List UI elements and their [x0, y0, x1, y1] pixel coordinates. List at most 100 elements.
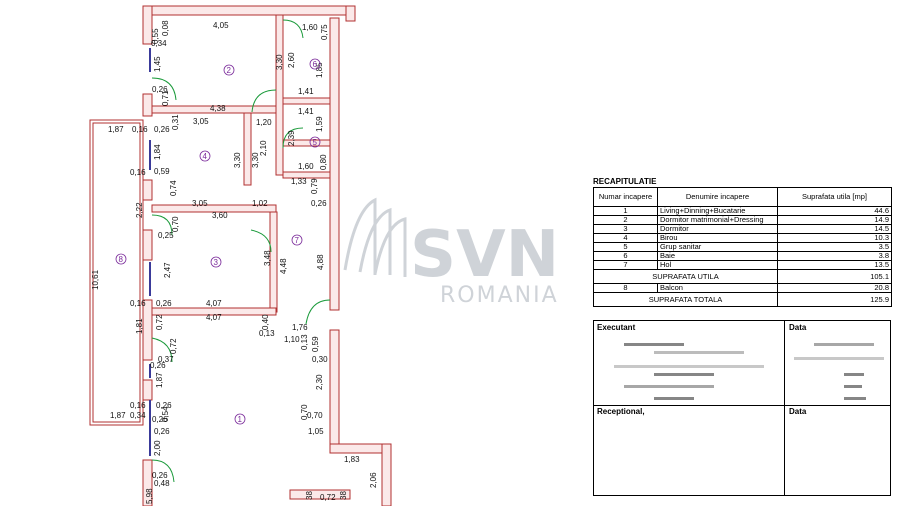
data-label-1: Data	[789, 323, 807, 332]
dim-label: 1,60	[298, 162, 314, 171]
dim-label: 0,26	[152, 85, 168, 94]
dim-label: 3,60	[212, 211, 228, 220]
dim-label: 0,26	[152, 471, 168, 480]
dim-label: 4,05	[213, 21, 229, 30]
dim-label: 0,75	[320, 24, 329, 40]
dim-label: 2,60	[287, 52, 296, 68]
receptional-label: Receptional,	[597, 407, 645, 416]
dim-label: 10,61	[91, 269, 100, 290]
room-name: Hol	[657, 260, 778, 270]
header-room-name: Denumire incapere	[657, 187, 778, 207]
room-nr: 8	[593, 283, 658, 293]
dim-label: 4,88	[316, 254, 325, 270]
room-number: 1	[238, 415, 243, 424]
dim-label: 0,70	[171, 216, 180, 232]
dim-label: 0,72	[320, 493, 336, 502]
dim-label: 0,26	[152, 415, 168, 424]
room-number: 3	[214, 258, 219, 267]
dim-label: 1,87	[110, 411, 126, 420]
dim-label: 2,30	[315, 374, 324, 390]
header-room-number: Numar incapere	[593, 187, 658, 207]
dim-label: 0,16	[130, 168, 146, 177]
dim-label: 0,74	[169, 180, 178, 196]
dim-label: 0,08	[161, 20, 170, 36]
dim-label: 3,05	[192, 199, 208, 208]
dim-label: 2,47	[163, 262, 172, 278]
watermark: SVN ROMANIA	[343, 197, 559, 308]
dim-label: 0,48	[154, 479, 170, 488]
room-nr: 7	[593, 260, 658, 270]
dim-label: 2,06	[369, 472, 378, 488]
room-markers	[115, 58, 321, 425]
dim-label: 4,48	[279, 258, 288, 274]
dim-label: 2,10	[259, 140, 268, 156]
room-name: Balcon	[657, 283, 778, 293]
dim-label: 1,59	[315, 116, 324, 132]
room-numbers: 1 2 3 4 5 6 7 8	[119, 60, 318, 424]
dimension-labels: 4,05 0,08 0,55 0,34 1,60 0,75 2,60 3,30 …	[91, 20, 378, 504]
signature-block: Executant Data Receptional, Data	[593, 320, 891, 496]
room-number: 4	[203, 152, 208, 161]
dim-label: 1,05	[308, 427, 324, 436]
dim-label: 1,87	[155, 372, 164, 388]
watermark-country: ROMANIA	[440, 283, 559, 308]
dim-label: 0,34	[130, 411, 146, 420]
balcony-outline	[89, 119, 144, 426]
dim-label: 0,26	[156, 401, 172, 410]
dim-label: 1,60	[302, 23, 318, 32]
executant-label: Executant	[597, 323, 636, 332]
totala-label: SUPRAFATA TOTALA	[593, 292, 778, 307]
recap-title: RECAPITULATIE	[593, 177, 657, 186]
room-name: Grup sanitar	[657, 242, 778, 252]
utila-value: 105.1	[777, 269, 892, 284]
watermark-logo-icon	[343, 197, 407, 277]
utila-label: SUPRAFATA UTILA	[593, 269, 778, 284]
dim-label: 0,72	[169, 338, 178, 354]
dim-label: 2,22	[135, 202, 144, 218]
dim-label: 0,55	[151, 28, 160, 44]
dim-label: 1,83	[344, 455, 360, 464]
dim-label: 3,30	[251, 152, 260, 168]
dim-label: 1,81	[135, 318, 144, 334]
dim-label: 0,79	[310, 178, 319, 194]
dim-label: 1,10	[284, 335, 300, 344]
dim-label: 5,98	[145, 488, 154, 504]
dim-label: 1,41	[298, 107, 314, 116]
room-name: Baie	[657, 251, 778, 261]
dim-label: 0,59	[154, 167, 170, 176]
dim-label: 0,72	[155, 314, 164, 330]
header-area: Suprafata utila [mp]	[777, 187, 892, 207]
dim-label: 0,26	[154, 427, 170, 436]
dim-label: 1,02	[252, 199, 268, 208]
dim-label: 4,07	[206, 299, 222, 308]
dim-label: 3,05	[193, 117, 209, 126]
dim-label: 1,87	[108, 125, 124, 134]
dim-label: 38	[339, 491, 348, 500]
dim-label: 1,84	[153, 144, 162, 160]
dim-label: 0,40	[261, 314, 270, 330]
dim-label: 0,13	[300, 334, 309, 350]
dim-label: 2,39	[287, 130, 296, 146]
dim-label: 0,80	[319, 154, 328, 170]
dim-label: 38	[305, 491, 314, 500]
dim-label: 0,70	[300, 404, 309, 420]
dim-label: 1,33	[291, 177, 307, 186]
dim-label: 1,20	[256, 118, 272, 127]
dim-label: 0,30	[312, 355, 328, 364]
dim-label: 3,30	[275, 54, 284, 70]
room-number: 6	[313, 60, 318, 69]
dim-label: 1,41	[298, 87, 314, 96]
room-area: 3.5	[777, 242, 892, 252]
recapitulation-table: RECAPITULATIE Numar incapere Denumire in…	[593, 177, 892, 307]
dim-label: 3,30	[233, 152, 242, 168]
dim-label: 4,38	[210, 104, 226, 113]
dim-label: 0,16	[132, 125, 148, 134]
